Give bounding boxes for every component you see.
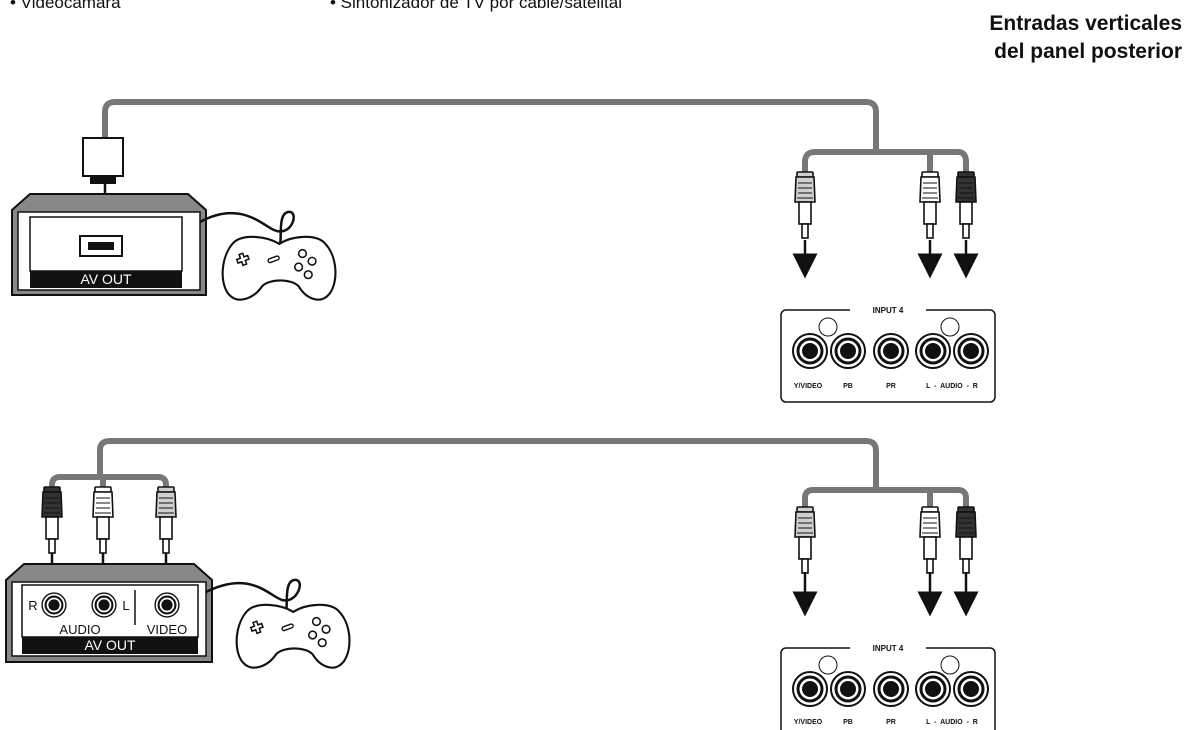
bottom-src-plug-r [41, 486, 63, 554]
top-connection: AV OUT INPUT 4 Y/VIDEO PB PR L - AUDIO -… [11, 99, 996, 403]
bottom-src-plug-video [155, 486, 177, 554]
bottom-av-device: R L AUDIO VIDEO AV OUT [5, 563, 213, 663]
top-input-panel: INPUT 4 Y/VIDEO PB PR L - AUDIO - R [780, 303, 996, 403]
top-label-audio: L - AUDIO - R [926, 383, 978, 390]
top-jack-pr [872, 332, 910, 370]
top-jack-audio-l [914, 332, 952, 370]
caption-videocamera: • Videocámara [10, 0, 121, 12]
bottom-jack-pb [829, 670, 867, 708]
bottom-input-panel-title: INPUT 4 [873, 644, 904, 653]
top-main-cable [102, 99, 879, 152]
top-plug-video [794, 171, 816, 239]
top-branch-cable [802, 149, 969, 172]
bottom-jack-y-video [791, 670, 829, 708]
top-label-pb: PB [843, 383, 853, 390]
top-jack-audio-r [952, 332, 990, 370]
bottom-input-panel: INPUT 4 Y/VIDEO PB PR L - AUDIO - R [780, 641, 996, 730]
bottom-label-audio: AUDIO [59, 622, 100, 637]
bottom-plug-audio-l [919, 506, 941, 574]
top-plug-audio-l [919, 171, 941, 239]
page-heading: Entradas verticales del panel posterior [989, 10, 1182, 66]
top-jack-y-video [791, 332, 829, 370]
bottom-jack-audio-r-panel [952, 670, 990, 708]
top-plug-audio-r [955, 171, 977, 239]
bottom-label-video: VIDEO [147, 622, 187, 637]
top-game-controller [221, 235, 337, 301]
bottom-label-r: R [28, 598, 37, 613]
bottom-jack-video [154, 592, 180, 618]
caption-cable-tuner: • Sintonizador de TV por cable/satelital [330, 0, 622, 12]
bottom-game-controller [235, 603, 351, 669]
bottom-connection: R L AUDIO VIDEO AV OUT INPUT 4 Y/VIDEO P… [5, 438, 996, 730]
bottom-label-pb: PB [843, 719, 853, 726]
top-av-device: AV OUT [11, 193, 207, 296]
top-av-connector [82, 137, 124, 177]
bottom-jack-audio-l [91, 592, 117, 618]
top-jack-pb [829, 332, 867, 370]
top-label-pr: PR [886, 383, 896, 390]
bottom-plug-video [794, 506, 816, 574]
bottom-label-pr: PR [886, 719, 896, 726]
bottom-label-audio-panel: L - AUDIO - R [926, 719, 978, 726]
bottom-plug-audio-r [955, 506, 977, 574]
bottom-av-out-label: AV OUT [84, 637, 136, 653]
bottom-jack-audio-l-panel [914, 670, 952, 708]
bottom-src-plug-l [92, 486, 114, 554]
top-input-panel-title: INPUT 4 [873, 306, 904, 315]
bottom-label-y-video: Y/VIDEO [794, 719, 823, 726]
heading-line-1: Entradas verticales [989, 12, 1182, 35]
heading-line-2: del panel posterior [994, 40, 1182, 63]
top-label-y-video: Y/VIDEO [794, 383, 823, 390]
bottom-label-l: L [122, 598, 129, 613]
bottom-main-cable [97, 438, 879, 490]
top-av-out-label: AV OUT [80, 271, 132, 287]
bottom-jack-audio-r [41, 592, 67, 618]
bottom-jack-pr [872, 670, 910, 708]
